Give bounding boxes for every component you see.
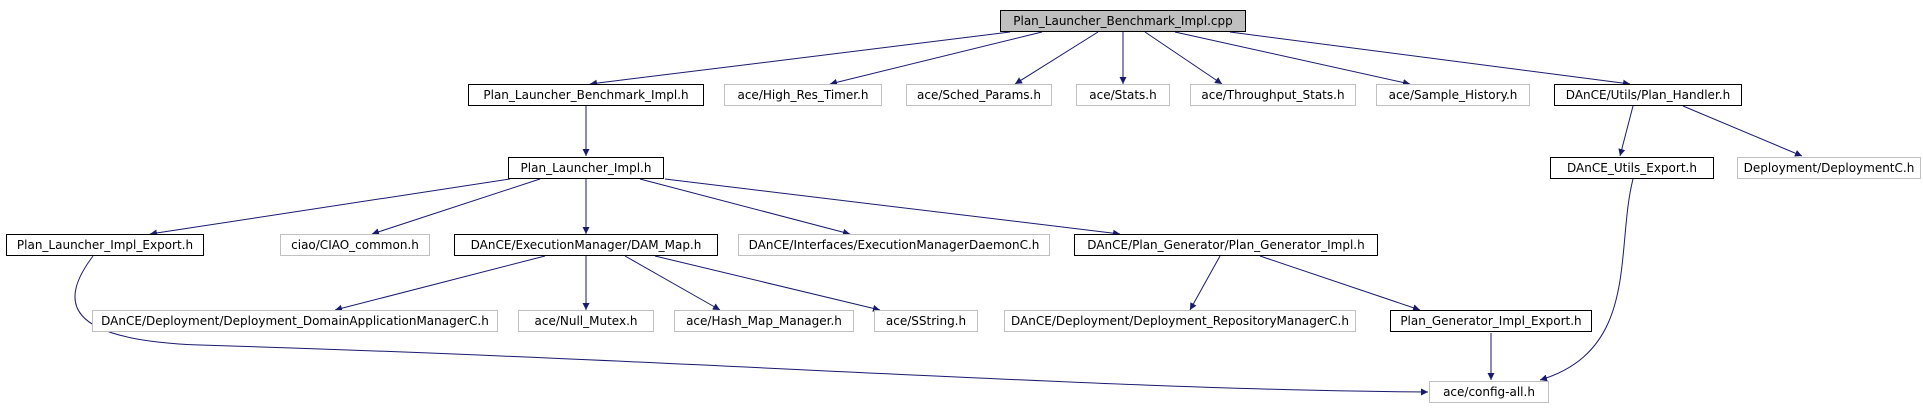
edge-pg-impl-to-repo-mgr	[1189, 255, 1221, 311]
edge-pl-impl-to-pl-export	[149, 178, 511, 237]
node-null-mutex-h[interactable]: ace/Null_Mutex.h	[518, 310, 654, 332]
node-config-all-h[interactable]: ace/config-all.h	[1429, 381, 1549, 403]
edge-root-to-sample-history	[1174, 31, 1411, 86]
edge-dam-map-to-sstring	[654, 255, 881, 312]
node-plan-generator-impl-h[interactable]: DAnCE/Plan_Generator/Plan_Generator_Impl…	[1074, 234, 1378, 256]
node-dam-map-h[interactable]: DAnCE/ExecutionManager/DAM_Map.h	[454, 234, 718, 256]
node-domain-application-managerc-h[interactable]: DAnCE/Deployment/Deployment_DomainApplic…	[92, 310, 498, 332]
node-sample-history-h[interactable]: ace/Sample_History.h	[1376, 84, 1530, 106]
edge-pl-impl-to-ciao-common	[371, 178, 541, 236]
edge-root-to-plan-launcher-benchmark-impl-h	[589, 31, 1011, 87]
node-plan-launcher-benchmark-impl-h[interactable]: Plan_Launcher_Benchmark_Impl.h	[468, 84, 704, 106]
edge-root-to-high-res-timer	[829, 31, 1043, 86]
node-repository-managerc-h[interactable]: DAnCE/Deployment/Deployment_RepositoryMa…	[1004, 310, 1356, 332]
node-stats-h[interactable]: ace/Stats.h	[1076, 84, 1170, 106]
node-plan-launcher-impl-h[interactable]: Plan_Launcher_Impl.h	[508, 157, 664, 179]
edge-root-to-throughput-stats	[1144, 31, 1223, 85]
node-plan-launcher-benchmark-impl-cpp[interactable]: Plan_Launcher_Benchmark_Impl.cpp	[1000, 10, 1246, 32]
edge-pl-export-to-config-all	[74, 255, 1429, 396]
edge-pl-impl-to-em-daemon	[639, 178, 851, 236]
edge-plan-handler-to-utils-export	[1618, 105, 1634, 157]
node-plan-handler-h[interactable]: DAnCE/Utils/Plan_Handler.h	[1554, 84, 1742, 106]
node-plan-launcher-impl-export-h[interactable]: Plan_Launcher_Impl_Export.h	[6, 234, 204, 256]
node-deployment-deploymentc-h[interactable]: Deployment/DeploymentC.h	[1737, 157, 1921, 179]
node-sstring-h[interactable]: ace/SString.h	[874, 310, 978, 332]
edge-utils-export-to-config-all	[1539, 178, 1634, 382]
edge-dam-map-to-dam-c	[334, 255, 546, 312]
edge-pg-impl-to-pg-export	[1259, 255, 1421, 312]
node-ciao-common-h[interactable]: ciao/CIAO_common.h	[280, 234, 430, 256]
node-dance-utils-export-h[interactable]: DAnCE_Utils_Export.h	[1550, 157, 1714, 179]
edge-root-to-plan-handler	[1229, 31, 1631, 87]
edge-dam-map-to-hash-map	[624, 255, 721, 311]
node-execution-manager-daemonc-h[interactable]: DAnCE/Interfaces/ExecutionManagerDaemonC…	[738, 234, 1050, 256]
node-high-res-timer-h[interactable]: ace/High_Res_Timer.h	[724, 84, 882, 106]
node-hash-map-manager-h[interactable]: ace/Hash_Map_Manager.h	[674, 310, 854, 332]
node-throughput-stats-h[interactable]: ace/Throughput_Stats.h	[1190, 84, 1356, 106]
edge-pl-impl-to-pg-impl	[664, 178, 1121, 237]
edge-root-to-sched-params	[1014, 31, 1099, 85]
edge-plan-handler-to-deploymentc	[1682, 105, 1803, 157]
node-plan-generator-impl-export-h[interactable]: Plan_Generator_Impl_Export.h	[1390, 310, 1592, 332]
node-sched-params-h[interactable]: ace/Sched_Params.h	[906, 84, 1052, 106]
